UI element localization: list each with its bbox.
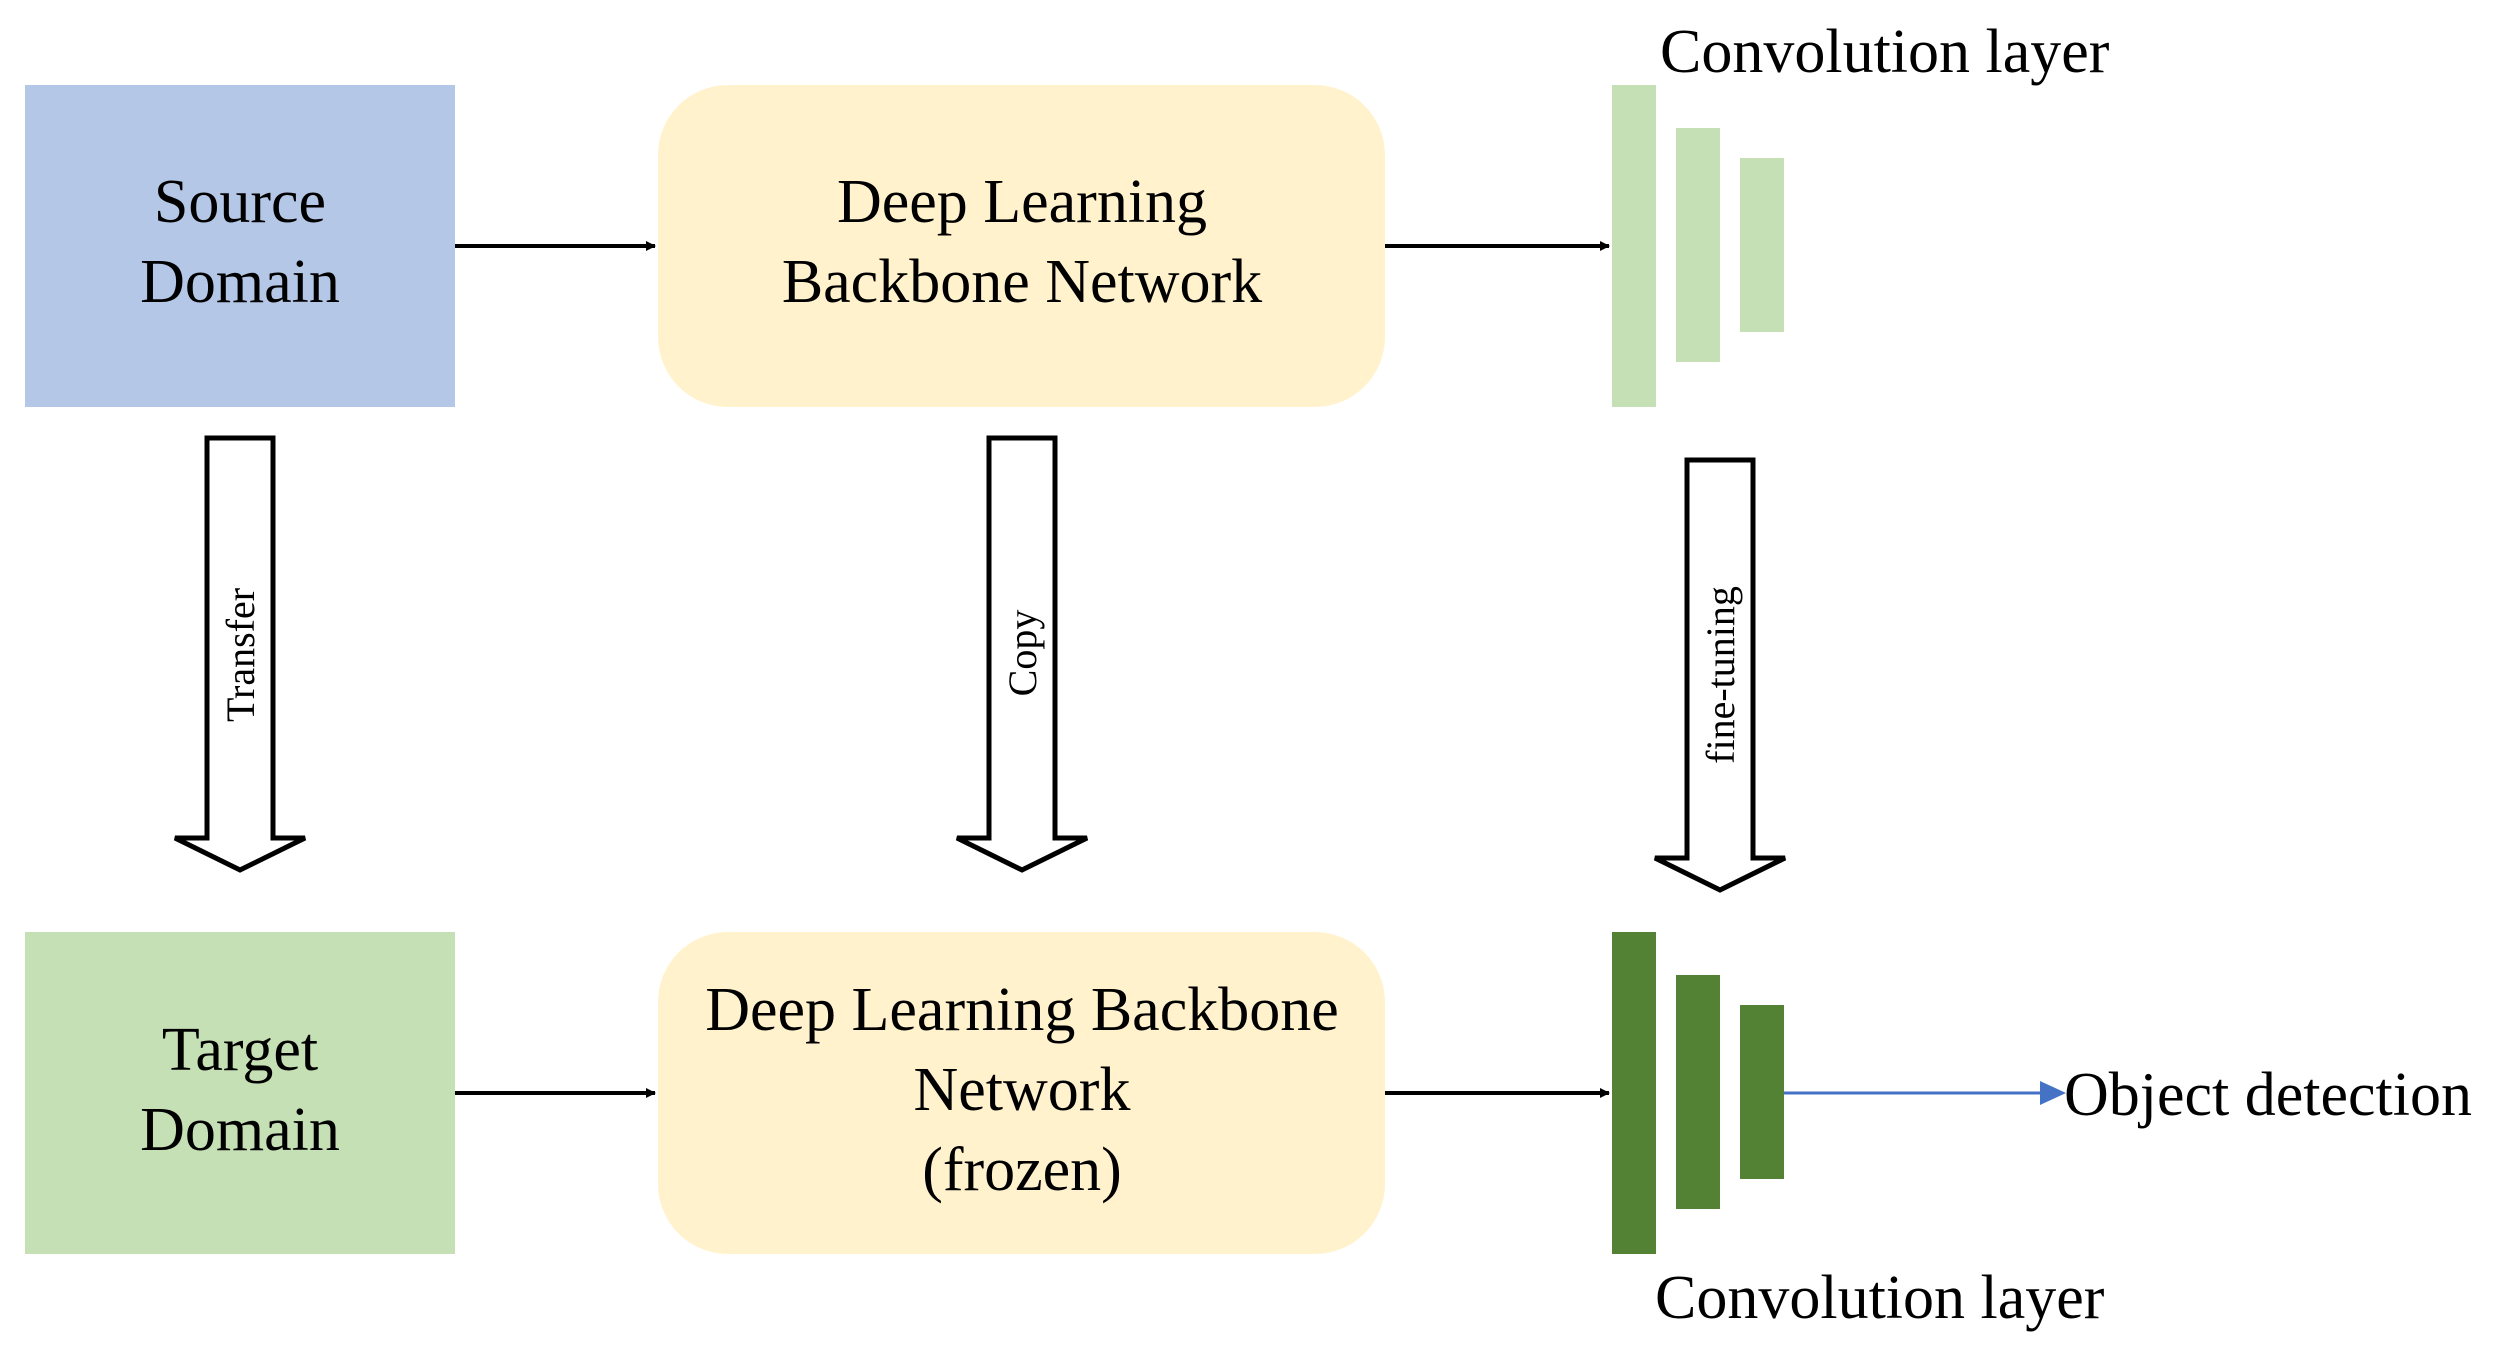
source-domain-box bbox=[25, 85, 455, 407]
conv-top-layer-3 bbox=[1740, 158, 1784, 332]
copy-label: Copy bbox=[1000, 610, 1045, 697]
conv-bottom-label: Convolution layer bbox=[1655, 1264, 2105, 1332]
fine-tuning-block-arrow bbox=[1653, 457, 1787, 893]
conv-top-label: Convolution layer bbox=[1660, 18, 2110, 86]
arrow-conv-to-output-head bbox=[2040, 1081, 2066, 1105]
target-domain-box bbox=[25, 932, 455, 1254]
target-domain-line-1: Target bbox=[162, 1016, 318, 1084]
backbone-top-box bbox=[658, 85, 1385, 407]
fine-tuning-label: fine-tuning bbox=[1698, 586, 1743, 764]
conv-bottom-layer-2 bbox=[1676, 975, 1720, 1209]
conv-top-layer-1 bbox=[1612, 85, 1656, 407]
source-domain-line-2: Domain bbox=[140, 248, 340, 316]
conv-bottom-layer-1 bbox=[1612, 932, 1656, 1254]
source-domain-line-1: Source bbox=[154, 168, 326, 236]
transfer-block-arrow bbox=[173, 435, 307, 873]
object-detection-label: Object detection bbox=[2064, 1061, 2472, 1129]
backbone-top-line-2: Backbone Network bbox=[782, 248, 1262, 316]
backbone-bottom-box bbox=[658, 932, 1385, 1254]
transfer-label: Transfer bbox=[218, 588, 263, 722]
backbone-bottom-line-3: (frozen) bbox=[922, 1136, 1122, 1204]
target-domain-line-2: Domain bbox=[140, 1096, 340, 1164]
backbone-bottom-line-2: Network bbox=[914, 1056, 1131, 1124]
conv-bottom-layer-3 bbox=[1740, 1005, 1784, 1179]
backbone-top-line-1: Deep Learning bbox=[837, 168, 1207, 236]
conv-top-layer-2 bbox=[1676, 128, 1720, 362]
copy-block-arrow bbox=[955, 435, 1089, 873]
backbone-bottom-line-1: Deep Learning Backbone bbox=[705, 976, 1339, 1044]
